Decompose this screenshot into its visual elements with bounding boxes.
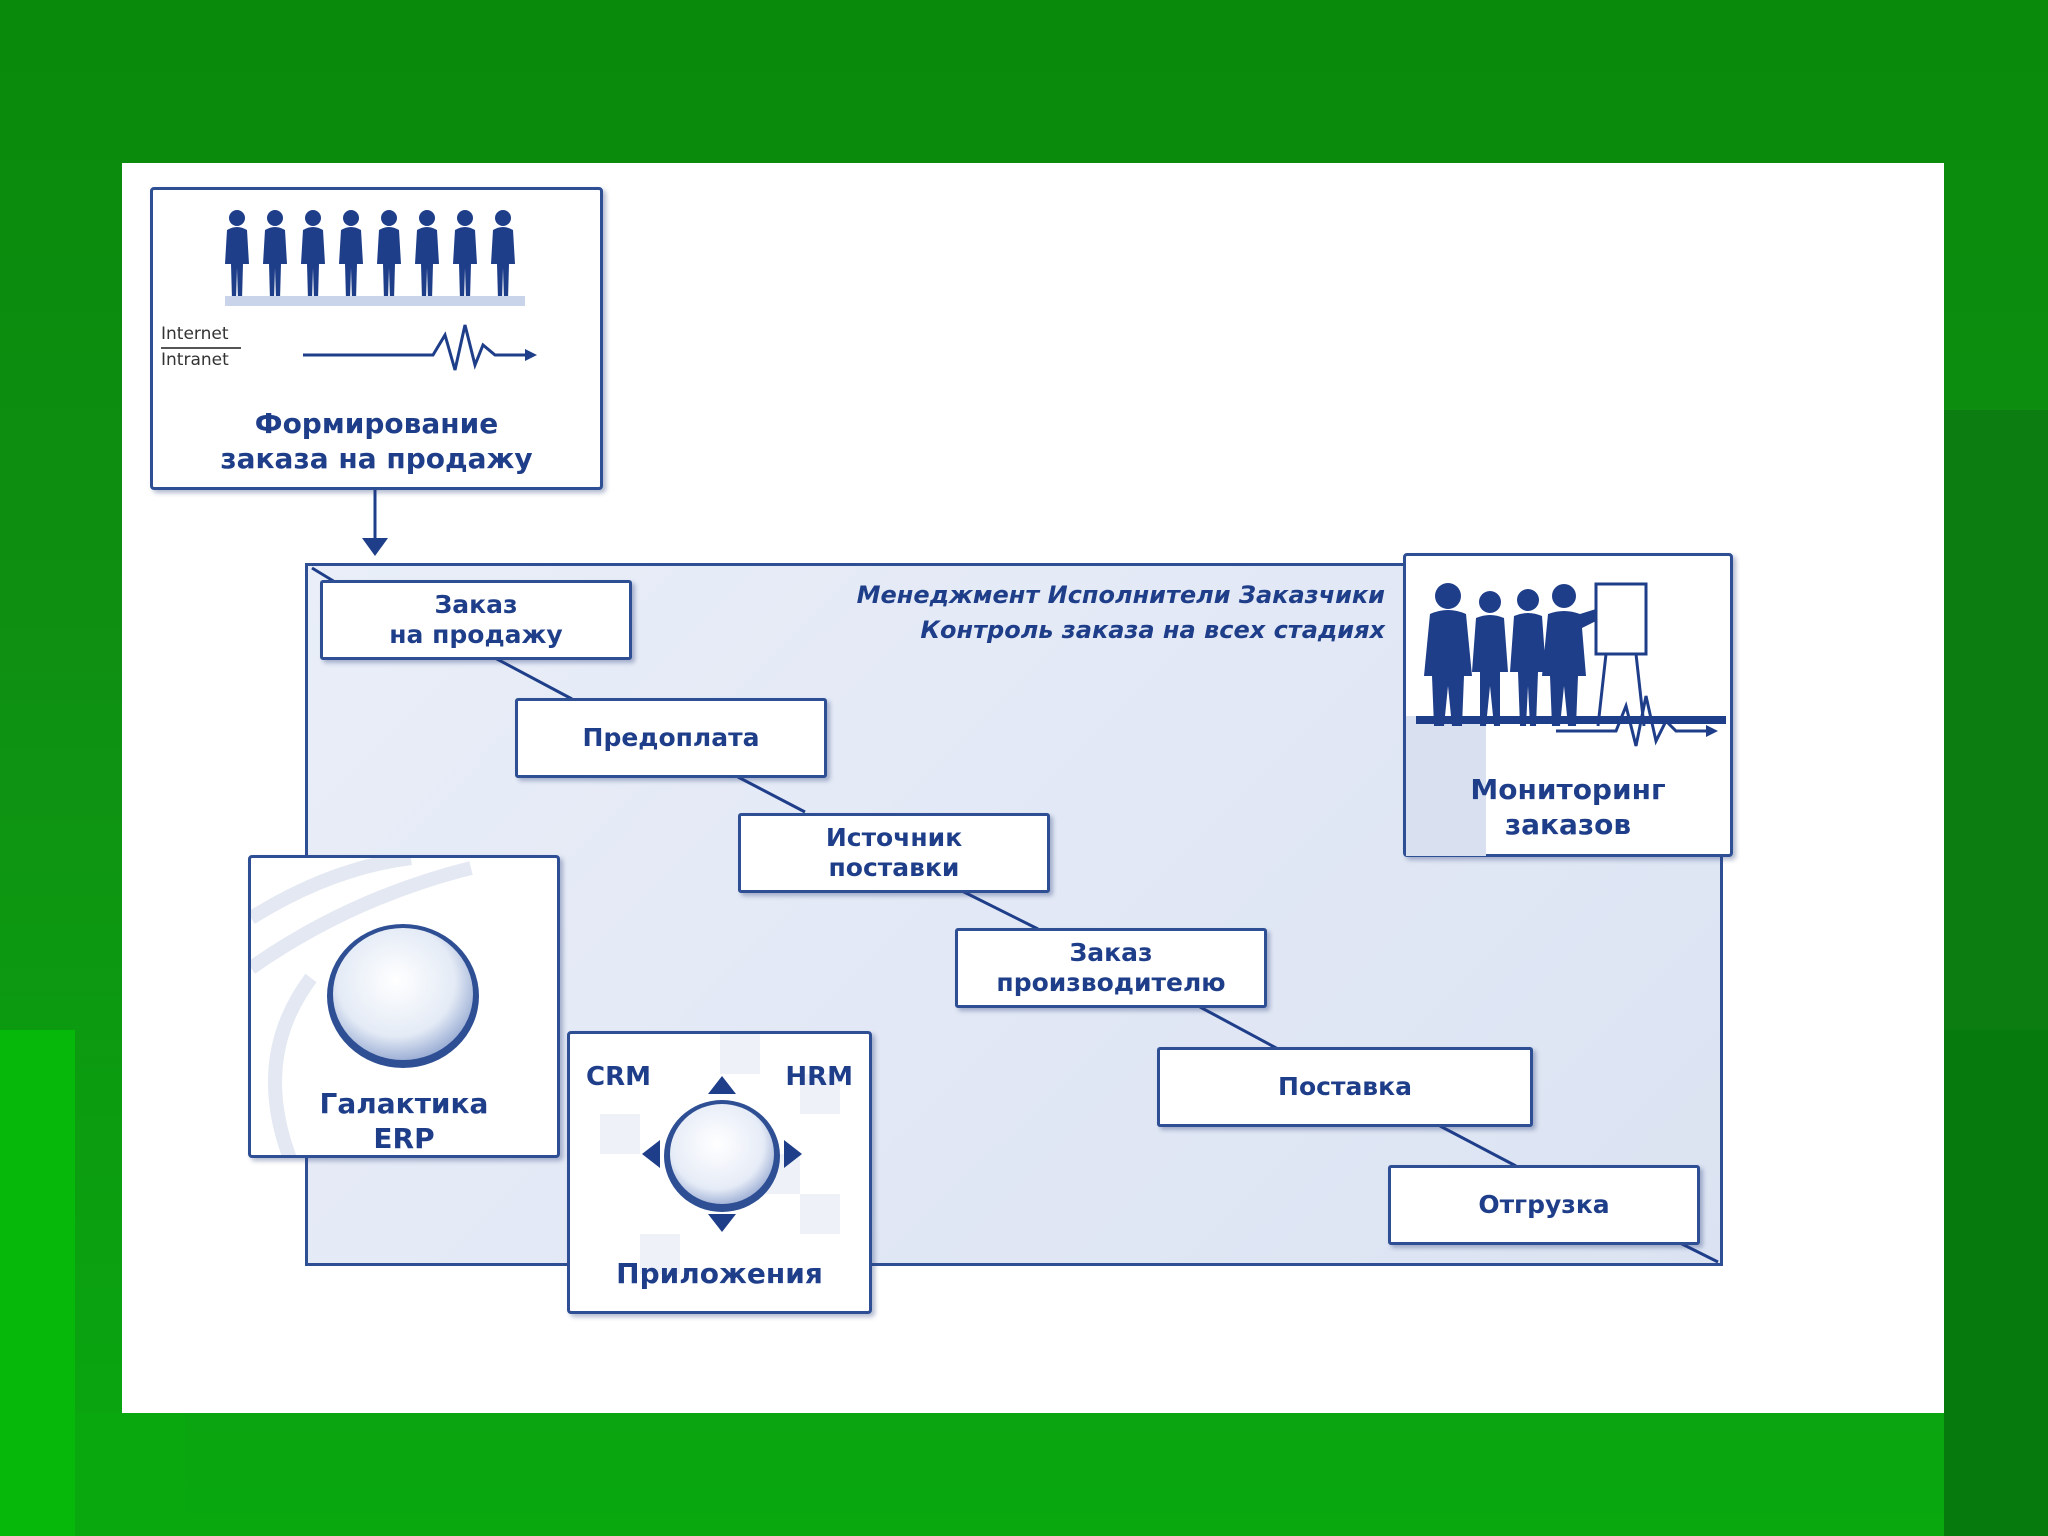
connector-line [961,889,1039,931]
step-label: Источник поставки [825,823,963,882]
grid-backdrop [251,858,473,1155]
monitoring-caption: Мониторинг заказов [1470,773,1666,841]
header-line-1: Менеджмент Исполнители Заказчики [856,581,1385,609]
step-shipment: Отгрузка [1388,1165,1700,1245]
sphere-arrows-icon [642,1076,802,1232]
galaktika-erp-box: Галактика ERP [248,855,560,1158]
step-manufacturer-order: Заказ производителю [955,928,1267,1008]
sphere-icon [327,924,479,1068]
presentation-people-icon [1416,582,1726,727]
arrow-head [362,538,388,556]
header-text: Менеджмент Исполнители Заказчики Контрол… [640,578,1385,648]
intranet-label: Intranet [161,350,229,370]
connector-line [1439,1124,1517,1168]
erp-caption: Галактика ERP [319,1087,489,1155]
applications-box: CRM HRM Приложения [567,1031,872,1314]
step-label: Заказ производителю [996,938,1226,997]
connector-line [1679,1241,1719,1264]
background-tile [75,1413,185,1536]
background-tile [1944,1030,2048,1536]
step-delivery: Поставка [1157,1047,1533,1127]
people-silhouettes-icon [225,210,525,306]
connector-line [737,775,806,814]
order-monitoring-box: Мониторинг заказов [1403,553,1733,857]
background-tile [0,1030,75,1536]
step-prepayment: Предоплата [515,698,827,778]
step-label: Заказ на продажу [389,590,563,649]
monitoring-backdrop [1406,716,1486,856]
internet-label: Internet [161,324,229,344]
order-formation-box: Internet Intranet Формирование заказа на… [150,187,603,490]
signal-wave-icon [1556,695,1718,747]
header-line-2: Контроль заказа на всех стадиях [920,615,1385,644]
signal-wave-icon [303,324,537,371]
hrm-label: HRM [785,1062,853,1092]
step-label: Предоплата [582,723,760,752]
network-divider [161,347,241,349]
connector-line [1199,1005,1279,1051]
connector-line [494,656,573,701]
step-supply-source: Источник поставки [738,813,1050,893]
applications-caption: Приложения [616,1257,823,1290]
crm-label: CRM [586,1062,651,1092]
step-label: Отгрузка [1478,1190,1610,1219]
order-formation-caption: Формирование заказа на продажу [220,407,533,475]
step-label: Поставка [1278,1072,1412,1101]
connector-line [311,566,336,584]
background-tile [1944,410,2048,1030]
step-sales-order: Заказ на продажу [320,580,632,660]
